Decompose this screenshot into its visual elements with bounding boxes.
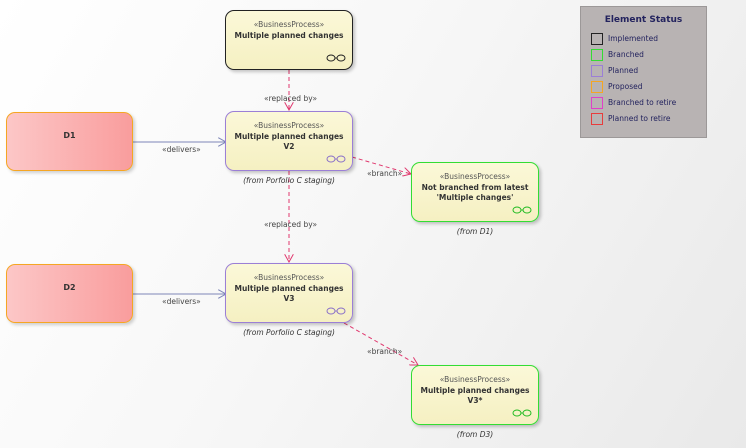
business-process-icon — [512, 206, 532, 214]
from-label-d1: (from D1) — [456, 227, 494, 236]
delivers-label-2: «delivers» — [162, 297, 201, 306]
legend-label: Planned to retire — [608, 114, 671, 123]
process-title: Multiple planned changes V3 — [234, 284, 344, 303]
process-title: Multiple planned changes V3* — [420, 386, 530, 405]
stereotype-label: «BusinessProcess» — [253, 20, 325, 29]
from-label-v2: (from Porfolio C staging) — [243, 176, 335, 185]
process-title: Multiple planned changes — [234, 31, 344, 40]
actor-d1[interactable]: D1 — [6, 112, 133, 171]
process-not-branched-from-latest[interactable]: «BusinessProcess» Not branched from late… — [411, 162, 539, 222]
business-process-icon — [326, 307, 346, 315]
actor-name: D2 — [63, 283, 76, 292]
process-multiple-planned-changes-v2[interactable]: «BusinessProcess» Multiple planned chang… — [225, 111, 353, 171]
actor-name: D1 — [63, 131, 76, 140]
branched-to-retire-swatch — [591, 97, 603, 109]
legend-label: Branched to retire — [608, 98, 677, 107]
actor-d2[interactable]: D2 — [6, 264, 133, 323]
process-multiple-planned-changes[interactable]: «BusinessProcess» Multiple planned chang… — [225, 10, 353, 70]
legend-label: Planned — [608, 66, 639, 75]
business-process-icon — [512, 409, 532, 417]
legend-label: Branched — [608, 50, 644, 59]
business-process-icon — [326, 155, 346, 163]
implemented-swatch — [591, 33, 603, 45]
branch-label-1: «branch» — [367, 169, 403, 178]
proposed-swatch — [591, 81, 603, 93]
replaced-by-label-1: «replaced by» — [264, 94, 318, 103]
process-title: Multiple planned changes V2 — [234, 132, 344, 151]
process-title-line-1: Not branched from latest — [421, 183, 529, 192]
branch-connector-1[interactable] — [351, 156, 411, 174]
stereotype-label: «BusinessProcess» — [253, 273, 325, 282]
from-label-d3: (from D3) — [456, 430, 494, 439]
planned-swatch — [591, 65, 603, 77]
business-process-icon — [326, 54, 346, 62]
stereotype-label: «BusinessProcess» — [253, 121, 325, 130]
branch-connector-2[interactable] — [343, 322, 418, 365]
stereotype-label: «BusinessProcess» — [439, 375, 511, 384]
delivers-label-1: «delivers» — [162, 145, 201, 154]
replaced-by-label-2: «replaced by» — [264, 220, 318, 229]
process-title-line-2: 'Multiple changes' — [436, 193, 514, 202]
legend-title: Element Status — [604, 15, 683, 25]
legend-label: Proposed — [608, 82, 643, 91]
planned-to-retire-swatch — [591, 113, 603, 125]
branched-swatch — [591, 49, 603, 61]
branch-label-2: «branch» — [367, 347, 403, 356]
process-multiple-planned-changes-v3[interactable]: «BusinessProcess» Multiple planned chang… — [225, 263, 353, 323]
from-label-v3: (from Porfolio C staging) — [243, 328, 335, 337]
element-status-legend: Element Status Implemented Branched Plan… — [580, 6, 707, 138]
process-multiple-planned-changes-v3-star[interactable]: «BusinessProcess» Multiple planned chang… — [411, 365, 539, 425]
stereotype-label: «BusinessProcess» — [439, 172, 511, 181]
legend-label: Implemented — [608, 34, 658, 43]
